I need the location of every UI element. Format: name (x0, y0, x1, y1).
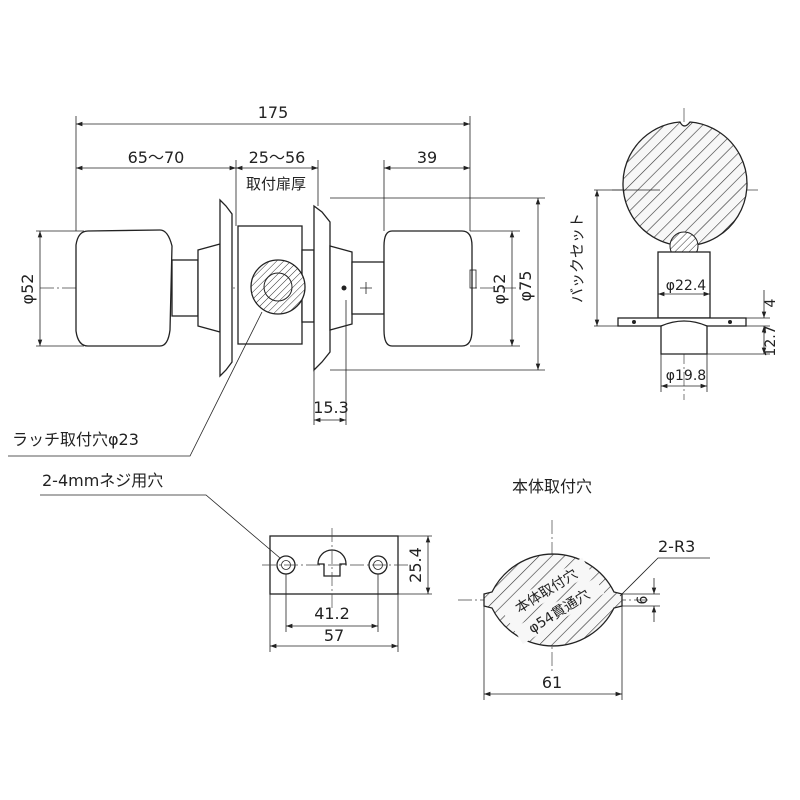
door-thickness-label: 取付扉厚 (246, 175, 306, 193)
shank-pin (341, 285, 347, 291)
latch-hole-inner (263, 272, 293, 302)
screw-hole-leader (40, 494, 281, 559)
latch-bolt (660, 320, 708, 355)
latch-hole-section (250, 259, 306, 315)
latch-tube (657, 251, 711, 319)
overall-length-label: 175 (258, 103, 289, 122)
small-4-label: 4 (763, 298, 779, 307)
plate-screw (632, 320, 636, 324)
screw-pitch-label: 41.2 (314, 604, 350, 623)
side-view: 175 65～70 25～56 取付扉厚 39 φ52 φ52 φ75 15.3… (8, 103, 545, 457)
left-rose (219, 198, 233, 378)
latch-dia-label: φ22.4 (666, 278, 707, 294)
inner-label-bg (513, 577, 605, 645)
plate-screw (728, 320, 732, 324)
latch-front-view: バックセット φ22.4 4 12.7 φ19.8 (568, 108, 779, 400)
body-hole-section (483, 553, 623, 647)
right-rose (313, 204, 331, 372)
plate-height-label: 25.4 (406, 547, 425, 583)
left-knob (75, 229, 173, 347)
strike-plate-view: 2-4mmネジ用穴 25.4 41.2 57 (40, 471, 432, 652)
right-knob (383, 230, 473, 347)
door-thickness-range-label: 25～56 (249, 148, 306, 167)
plate-width-label: 57 (324, 626, 344, 645)
body-hole-view: 本体取付穴 本体取付穴 φ54貫通穴 2-R3 6 61 (458, 477, 710, 700)
knob-button (469, 269, 477, 289)
inner-label-bg (500, 557, 592, 624)
inner-knob-length-label: 39 (417, 148, 437, 167)
rose-dia-label: φ75 (516, 271, 535, 302)
left-shank (197, 243, 221, 333)
lock-slot (360, 282, 372, 294)
corner-radius-leader (619, 557, 710, 597)
body-hole-width-label: 61 (542, 673, 562, 692)
left-knob-dia-label: φ52 (18, 274, 37, 305)
screw-holes-label: 2-4mmネジ用穴 (42, 471, 163, 490)
latch-bolt-dia-label: φ19.8 (666, 368, 706, 384)
latch-hole-leader (8, 311, 263, 457)
knob-to-door-label: 65～70 (128, 148, 185, 167)
latch-hole-label: ラッチ取付穴φ23 (12, 430, 139, 449)
right-knob-dia-label: φ52 (490, 274, 509, 305)
body-hole-title: 本体取付穴 (512, 477, 592, 496)
left-knob-neck (171, 259, 199, 317)
backset-label: バックセット (568, 213, 586, 303)
notch-depth-label: 6 (635, 595, 651, 604)
latch-depth-label: 12.7 (763, 325, 779, 356)
right-shank (329, 245, 353, 331)
corner-radius-label: 2-R3 (658, 537, 695, 556)
latch-hole-section-large (622, 121, 748, 247)
rose-offset-label: 15.3 (313, 398, 349, 417)
